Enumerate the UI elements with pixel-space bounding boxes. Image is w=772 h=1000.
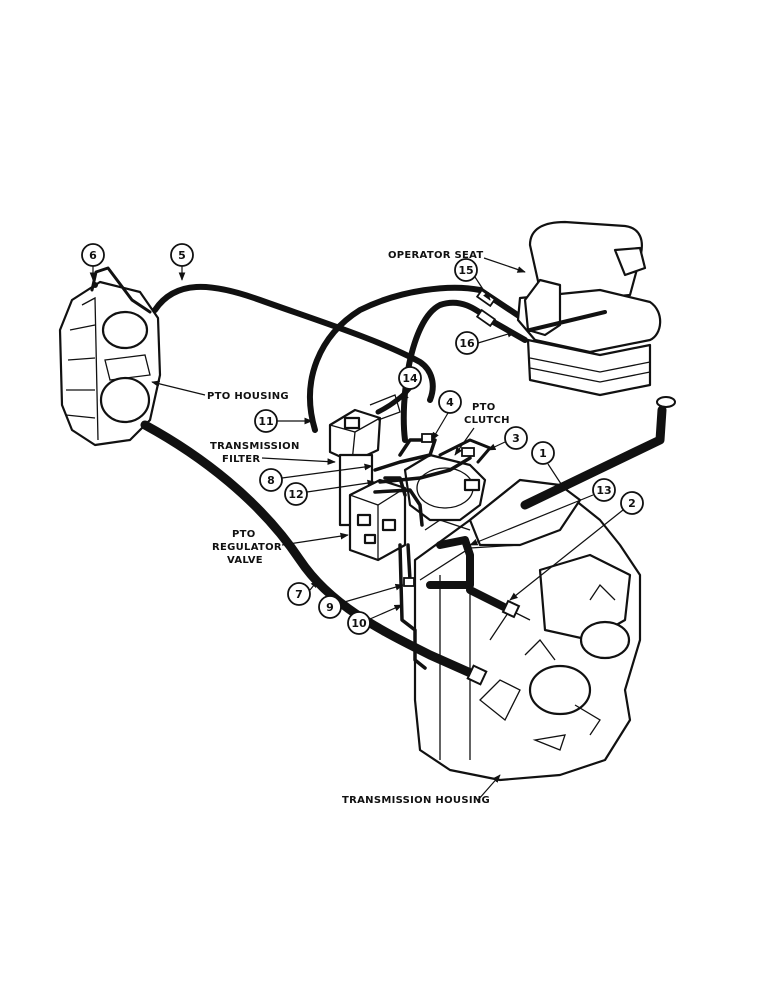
- svg-text:7: 7: [295, 588, 303, 601]
- hose-16: [400, 299, 493, 443]
- callout-4: 4: [431, 390, 462, 441]
- svg-text:10: 10: [351, 617, 367, 630]
- pto-housing: [58, 266, 162, 447]
- svg-text:5: 5: [178, 249, 186, 262]
- hose-11: [307, 284, 483, 433]
- pto-clutch: [403, 453, 487, 531]
- svg-text:15: 15: [458, 264, 473, 277]
- callout-8: 8: [259, 463, 373, 492]
- callout-12: 12: [284, 479, 376, 506]
- svg-text:1: 1: [539, 447, 547, 460]
- callout-10: 10: [347, 604, 403, 635]
- svg-text:8: 8: [267, 474, 275, 487]
- pipe-cluster: [373, 433, 492, 527]
- callout-9: 9: [318, 583, 404, 619]
- svg-text:9: 9: [326, 601, 334, 614]
- label-operator-seat: OPERATOR SEAT: [388, 250, 526, 273]
- svg-text:VALVE: VALVE: [227, 555, 263, 566]
- callout-5: 5: [170, 243, 194, 281]
- label-pto-regulator-valve: PTO REGULATOR VALVE: [212, 529, 349, 566]
- svg-text:13: 13: [596, 484, 611, 497]
- svg-text:14: 14: [402, 372, 418, 385]
- hose-5: [152, 283, 436, 403]
- label-transmission-filter: TRANSMISSION FILTER: [210, 441, 336, 465]
- svg-text:PTO HOUSING: PTO HOUSING: [207, 391, 289, 402]
- svg-text:PTO: PTO: [232, 529, 256, 540]
- svg-text:16: 16: [459, 337, 475, 350]
- svg-text:TRANSMISSION HOUSING: TRANSMISSION HOUSING: [342, 795, 490, 806]
- hose-13: [426, 536, 474, 589]
- operator-seat: [516, 220, 662, 397]
- transmission-housing: [413, 478, 642, 782]
- svg-text:OPERATOR SEAT: OPERATOR SEAT: [388, 250, 484, 261]
- pto-regulator-valve: [348, 478, 407, 562]
- svg-text:FILTER: FILTER: [222, 454, 260, 465]
- hose-7: [140, 420, 488, 686]
- svg-text:6: 6: [89, 249, 97, 262]
- svg-text:REGULATOR: REGULATOR: [212, 542, 282, 553]
- callout-7: 7: [287, 579, 319, 606]
- callout-15: 15: [454, 258, 491, 301]
- label-pto-clutch: PTO CLUTCH: [454, 402, 510, 456]
- callout-13: 13: [469, 478, 616, 546]
- pipe-1: [520, 396, 676, 510]
- svg-text:CLUTCH: CLUTCH: [464, 415, 510, 426]
- pipe-9: [398, 543, 427, 670]
- label-pto-housing: PTO HOUSING: [151, 380, 289, 402]
- svg-text:11: 11: [258, 415, 273, 428]
- svg-text:TRANSMISSION: TRANSMISSION: [210, 441, 300, 452]
- svg-text:3: 3: [512, 432, 520, 445]
- label-transmission-housing: TRANSMISSION HOUSING: [342, 774, 501, 806]
- svg-text:2: 2: [628, 497, 636, 510]
- svg-text:4: 4: [446, 396, 454, 409]
- fitting-2: [466, 586, 521, 619]
- callout-3: 3: [487, 426, 528, 451]
- callout-16: 16: [455, 330, 516, 355]
- callout-1: 1: [531, 441, 566, 491]
- svg-text:PTO: PTO: [472, 402, 496, 413]
- callout-11: 11: [254, 409, 313, 433]
- callout-6: 6: [81, 243, 105, 281]
- svg-text:12: 12: [288, 488, 303, 501]
- callout-2: 2: [509, 491, 644, 601]
- callout-14: 14: [398, 366, 422, 403]
